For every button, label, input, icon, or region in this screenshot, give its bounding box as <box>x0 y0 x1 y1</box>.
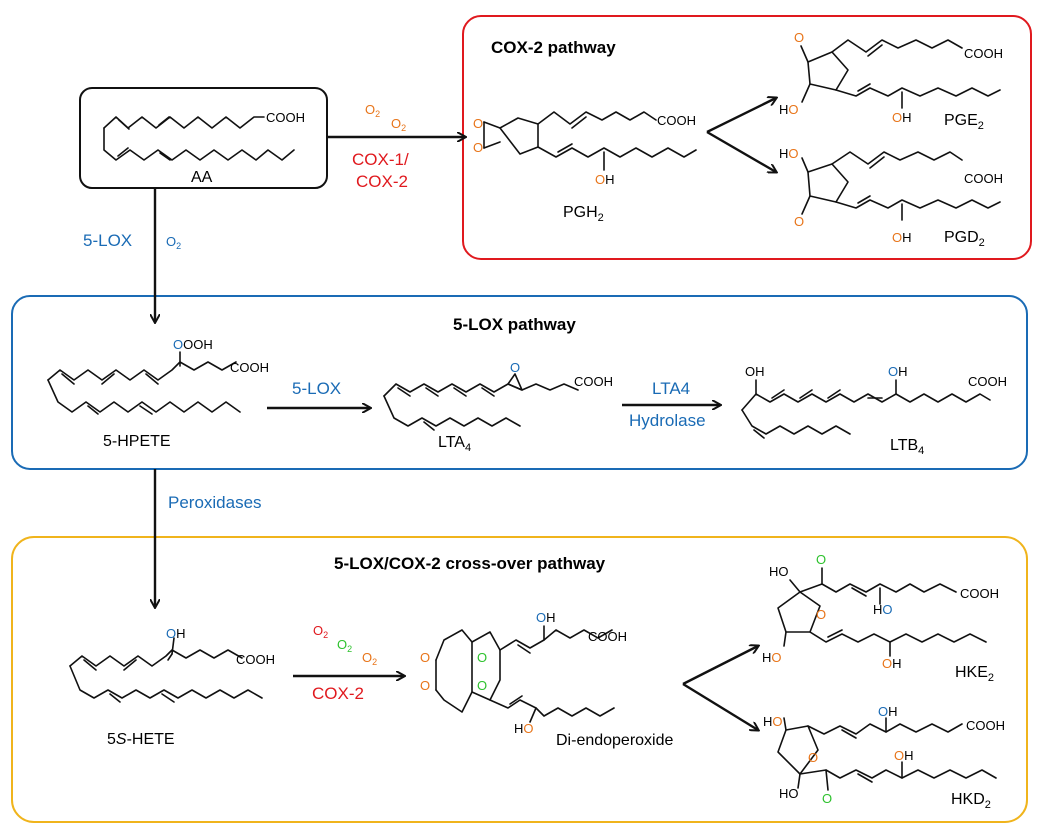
diendo-oh: OH <box>536 610 556 625</box>
hpete-label: 5-HPETE <box>103 433 171 450</box>
pge2-keto-o: O <box>794 30 804 45</box>
pgd2-ho: HO <box>779 146 799 161</box>
diendo-o-2: O <box>420 678 430 693</box>
pgh2-o-lower: O <box>473 140 483 155</box>
hete-structure <box>69 637 263 703</box>
cox2-pathway-title: COX-2 pathway <box>491 38 616 57</box>
enzyme-5lox-left: 5-LOX <box>83 231 132 250</box>
hke2-label: HKE2 <box>955 664 994 684</box>
hkd2-ho-bottom: HO <box>779 786 799 801</box>
hkd2-cooh: COOH <box>966 718 1005 733</box>
hkd2-oh-orange: OH <box>894 748 914 763</box>
hete-cooh: COOH <box>236 652 275 667</box>
hpete-ooh: OOOH <box>173 337 213 352</box>
pge2-label: PGE2 <box>944 112 984 132</box>
hkd2-oh-blue: OH <box>878 704 898 719</box>
hete-oh: OH <box>166 626 186 641</box>
pgd2-label: PGD2 <box>944 229 985 249</box>
lox-pathway-box <box>11 295 1028 470</box>
ltb4-structure <box>741 379 991 439</box>
enzyme-cox12-line2: COX-2 <box>356 172 408 191</box>
hkd2-ring-o: O <box>808 750 818 765</box>
hke2-oh-blue: HO <box>873 602 893 617</box>
hke2-structure <box>777 567 987 657</box>
diendo-o-4: O <box>477 678 487 693</box>
hke2-ring-o: O <box>816 607 826 622</box>
lta4-cooh: COOH <box>574 374 613 389</box>
o2-orange-3: O2 <box>362 650 377 667</box>
o2-blue: O2 <box>166 234 181 251</box>
diendo-o-1: O <box>420 650 430 665</box>
pge2-cooh: COOH <box>964 46 1003 61</box>
hkd2-structure <box>777 717 997 791</box>
hke2-cooh: COOH <box>960 586 999 601</box>
pge2-ho: HO <box>779 102 799 117</box>
arrow-pgh2-to-pgd2 <box>706 130 776 172</box>
hkd2-label: HKD2 <box>951 791 991 811</box>
pgd2-structure <box>801 151 1001 221</box>
arrow-diendo-to-hkd2 <box>682 682 758 730</box>
ltb4-label: LTB4 <box>890 437 924 457</box>
o2-orange-1: O2 <box>365 102 380 119</box>
diendo-o-3: O <box>477 650 487 665</box>
hpete-cooh: COOH <box>230 360 269 375</box>
enzyme-cox2-cross: COX-2 <box>312 684 364 703</box>
pgh2-o-upper: O <box>473 116 483 131</box>
lta4-label: LTA4 <box>438 434 471 454</box>
pge2-oh: OH <box>892 110 912 125</box>
ltb4-cooh: COOH <box>968 374 1007 389</box>
o2-red: O2 <box>313 623 328 640</box>
cross-pathway-box <box>11 536 1028 823</box>
enzyme-peroxidases: Peroxidases <box>168 493 262 512</box>
pge2-structure <box>800 39 1001 109</box>
pgd2-cooh: COOH <box>964 171 1003 186</box>
enzyme-cox12-line1: COX-1/ <box>352 150 409 169</box>
diendo-ho: HO <box>514 721 534 736</box>
pgd2-keto-o: O <box>794 214 804 229</box>
enzyme-lta4h-line2: Hydrolase <box>629 411 706 430</box>
o2-orange-2: O2 <box>391 116 406 133</box>
lta4-o: O <box>510 360 520 375</box>
hete-label: 5S-HETE <box>107 731 175 748</box>
enzyme-lta4h-line1: LTA4 <box>652 379 690 398</box>
hke2-ho-bottom: HO <box>762 650 782 665</box>
arrow-pgh2-to-pge2 <box>706 98 776 134</box>
ltb4-oh-left: OH <box>745 364 765 379</box>
pgd2-oh: OH <box>892 230 912 245</box>
lta4-structure <box>383 373 579 431</box>
arrow-diendo-to-hke2 <box>682 646 758 686</box>
hke2-oh-bottom: OH <box>882 656 902 671</box>
aa-structure: COOH <box>103 110 305 161</box>
lox-pathway-title: 5-LOX pathway <box>453 315 576 334</box>
diendo-structure <box>435 625 615 723</box>
pgh2-cooh: COOH <box>657 113 696 128</box>
pgh2-label: PGH2 <box>563 204 604 224</box>
aa-label: AA <box>191 169 213 186</box>
hkd2-ho-top: HO <box>763 714 783 729</box>
aa-cooh: COOH <box>266 110 305 125</box>
pgh2-oh: OH <box>595 172 615 187</box>
hpete-structure <box>47 351 241 415</box>
o2-green: O2 <box>337 637 352 654</box>
enzyme-5lox-arrow: 5-LOX <box>292 379 341 398</box>
hkd2-keto-o: O <box>822 791 832 806</box>
cross-pathway-title: 5-LOX/COX-2 cross-over pathway <box>334 554 606 573</box>
ltb4-oh-right: OH <box>888 364 908 379</box>
diendo-cooh: COOH <box>588 629 627 644</box>
pgh2-structure <box>483 111 697 171</box>
diendo-label: Di-endoperoxide <box>556 732 674 749</box>
hke2-keto-o: O <box>816 552 826 567</box>
hke2-ho-top: HO <box>769 564 789 579</box>
